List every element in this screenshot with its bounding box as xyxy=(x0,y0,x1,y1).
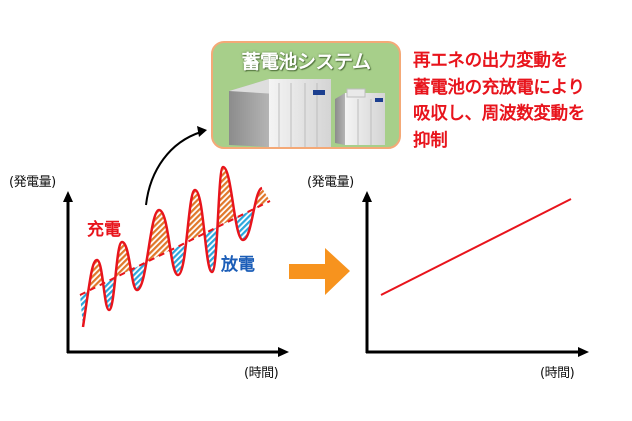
message-line: 吸収し、周波数変動を xyxy=(413,104,585,124)
right-x-axis-label: (時間) xyxy=(540,366,575,381)
transition-arrow xyxy=(289,248,350,295)
charge-label: 充電 xyxy=(87,220,121,240)
y-axis-arrowhead xyxy=(362,191,372,202)
x-axis-arrowhead xyxy=(278,347,289,357)
left-x-axis-label: (時間) xyxy=(244,366,279,381)
right-y-axis-label: (発電量) xyxy=(307,175,354,190)
left-y-axis-label: (発電量) xyxy=(9,175,56,190)
battery-container-icon xyxy=(229,79,385,147)
summary-message: 再エネの出力変動を 蓄電池の充放電により 吸収し、周波数変動を 抑制 xyxy=(413,48,628,154)
x-axis-arrowhead xyxy=(578,347,589,357)
discharge-hatched-area xyxy=(80,196,270,327)
battery-system-box: 蓄電池システム xyxy=(211,41,401,149)
message-line: 再エネの出力変動を xyxy=(413,51,568,71)
message-line: 蓄電池の充放電により xyxy=(413,77,585,98)
charge-hatched-area xyxy=(80,167,270,305)
right-axes xyxy=(362,191,589,357)
smoothed-output-line xyxy=(380,198,572,296)
discharge-label: 放電 xyxy=(221,255,255,275)
message-line: 抑制 xyxy=(413,130,448,151)
y-axis-arrowhead xyxy=(63,191,73,202)
trend-dashed-line xyxy=(79,200,271,296)
curved-arrow xyxy=(145,126,207,206)
battery-system-title: 蓄電池システム xyxy=(241,51,371,73)
output-wave-line xyxy=(81,165,263,328)
left-axes xyxy=(63,191,289,357)
